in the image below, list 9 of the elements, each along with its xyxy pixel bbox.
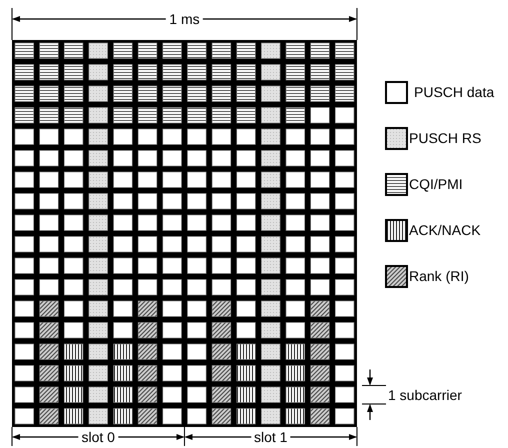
duration-label: 1 ms [166,11,203,27]
legend-label: PUSCH data [414,84,494,100]
slot-label: slot 1 [250,429,290,445]
legend-label: ACK/NACK [409,222,481,238]
subcarrier-label: 1 subcarrier [388,386,462,403]
legend-label: CQI/PMI [409,176,463,192]
slot-label: slot 0 [78,429,118,445]
legend-label: Rank (RI) [409,268,469,284]
legend-label: PUSCH RS [409,130,482,146]
